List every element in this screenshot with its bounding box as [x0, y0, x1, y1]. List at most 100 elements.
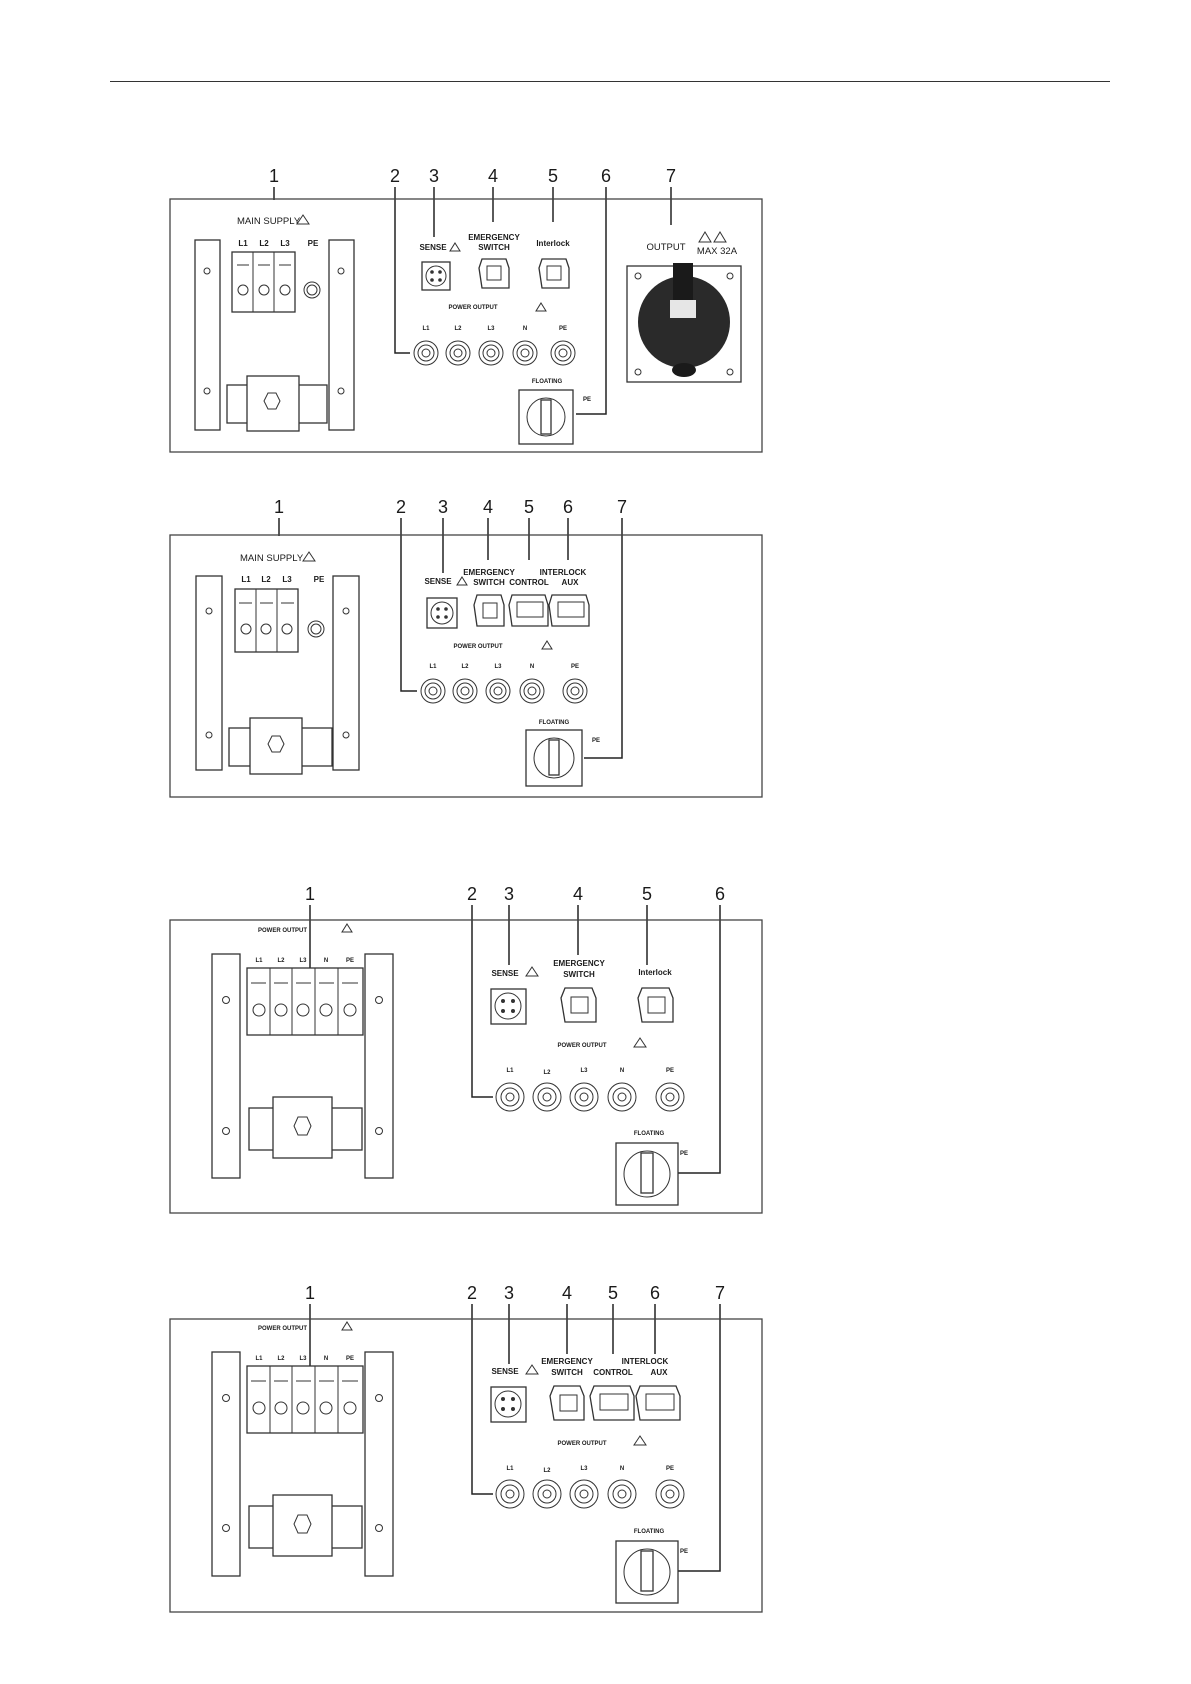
callout-4: 4 — [573, 884, 583, 904]
terminal-label-l1: L1 — [255, 1356, 263, 1362]
emergency-label-line2: SWITCH — [551, 1368, 583, 1377]
control-connector — [589, 1385, 635, 1421]
callout-5: 5 — [524, 497, 534, 517]
output-socket-n — [512, 340, 538, 366]
output-label-l3: L3 — [580, 1068, 588, 1074]
panel-frame — [169, 1318, 763, 1613]
output-label: OUTPUT — [646, 242, 685, 253]
power-output-label: POWER OUTPUT — [454, 644, 503, 650]
output-socket-n — [519, 678, 545, 704]
left-rail — [211, 1351, 241, 1577]
right-rail — [332, 575, 360, 771]
callout-7: 7 — [666, 166, 676, 186]
emergency-label-line1: EMERGENCY — [468, 233, 520, 242]
terminal-block-title: POWER OUTPUT — [258, 928, 307, 934]
floating-pe-label: PE — [583, 397, 591, 403]
floating-label: FLOATING — [634, 1131, 665, 1137]
aux-connector — [548, 594, 590, 627]
sense-label: SENSE — [491, 969, 519, 978]
max-current-label: MAX 32A — [697, 246, 738, 257]
panel-frame — [169, 198, 763, 453]
control-label: CONTROL — [509, 578, 549, 587]
callout-4: 4 — [562, 1283, 572, 1303]
output-socket-l3 — [569, 1479, 599, 1509]
interlock-label: INTERLOCK — [622, 1357, 669, 1366]
terminal-label-l3: L3 — [282, 575, 292, 584]
emergency-label-line1: EMERGENCY — [463, 568, 515, 577]
output-socket-l1 — [413, 340, 439, 366]
warning-icon — [296, 214, 310, 225]
callout-2: 2 — [467, 884, 477, 904]
terminal-label-l2: L2 — [261, 575, 271, 584]
terminal-block — [246, 1365, 364, 1434]
output-label-l1: L1 — [422, 326, 430, 332]
output-socket-l2 — [532, 1082, 562, 1112]
callout-3: 3 — [438, 497, 448, 517]
output-label-l2: L2 — [461, 664, 469, 670]
sense-label: SENSE — [424, 577, 452, 586]
output-socket-l3 — [478, 340, 504, 366]
output-label-l1: L1 — [429, 664, 437, 670]
interlock-connector — [538, 258, 570, 289]
main-supply-label: MAIN SUPPLY — [237, 216, 301, 227]
callout-2: 2 — [396, 497, 406, 517]
callout-1: 1 — [305, 884, 315, 904]
callout-7: 7 — [617, 497, 627, 517]
callout-1: 1 — [305, 1283, 315, 1303]
interlock-connector — [637, 987, 674, 1023]
terminal-label-l2: L2 — [277, 1356, 285, 1362]
output-label-l1: L1 — [506, 1466, 514, 1472]
terminal-block — [246, 967, 364, 1036]
floating-label: FLOATING — [539, 720, 570, 726]
emergency-connector — [473, 594, 505, 627]
callout-5: 5 — [642, 884, 652, 904]
output-socket-l2 — [445, 340, 471, 366]
callout-6: 6 — [650, 1283, 660, 1303]
pe-label: PE — [308, 239, 319, 248]
callout-5: 5 — [548, 166, 558, 186]
callout-1: 1 — [274, 497, 284, 517]
sense-connector — [426, 597, 458, 629]
callout-6: 6 — [563, 497, 573, 517]
output-label-n: N — [620, 1466, 624, 1472]
emergency-connector — [478, 258, 510, 289]
main-supply-label: MAIN SUPPLY — [240, 553, 304, 564]
output-socket-l1 — [495, 1479, 525, 1509]
callout-4: 4 — [488, 166, 498, 186]
output-label-l1: L1 — [506, 1068, 514, 1074]
output-label-l3: L3 — [487, 326, 495, 332]
output-label-pe: PE — [571, 664, 579, 670]
terminal-label-l2: L2 — [277, 958, 285, 964]
sense-label: SENSE — [419, 243, 447, 252]
output-label-l2: L2 — [543, 1070, 551, 1076]
panel-3-diagram: 1 2 3 4 5 6 POWER OUTPUT L1 L2 L3 N PE S… — [169, 884, 763, 1214]
terminal-label-l3: L3 — [299, 958, 307, 964]
output-label-n: N — [530, 664, 534, 670]
callout-6: 6 — [601, 166, 611, 186]
terminal-label-l1: L1 — [255, 958, 263, 964]
aux-label: AUX — [651, 1368, 669, 1377]
right-rail — [328, 239, 355, 431]
terminal-label-l1: L1 — [238, 239, 248, 248]
terminal-block-title: POWER OUTPUT — [258, 1326, 307, 1332]
panel-1-diagram: 1 2 3 4 5 6 7 MAIN SUPPLY L1 L2 L3 PE SE… — [169, 166, 763, 453]
terminal-label-pe: PE — [346, 958, 354, 964]
pe-label: PE — [314, 575, 325, 584]
output-label-pe: PE — [559, 326, 567, 332]
output-socket-l1 — [420, 678, 446, 704]
control-connector — [508, 594, 549, 627]
floating-pe-label: PE — [680, 1549, 688, 1555]
terminal-label-n: N — [324, 958, 328, 964]
output-socket-pe — [655, 1479, 685, 1509]
output-socket-l1 — [495, 1082, 525, 1112]
callout-5: 5 — [608, 1283, 618, 1303]
control-label: CONTROL — [593, 1368, 633, 1377]
emergency-connector — [549, 1385, 585, 1421]
interlock-label: Interlock — [638, 968, 672, 977]
terminal-block — [231, 251, 296, 313]
emergency-label-line2: SWITCH — [473, 578, 505, 587]
terminal-label-l3: L3 — [299, 1356, 307, 1362]
terminal-label-l1: L1 — [241, 575, 251, 584]
output-socket-l3 — [569, 1082, 599, 1112]
left-rail — [194, 239, 221, 431]
